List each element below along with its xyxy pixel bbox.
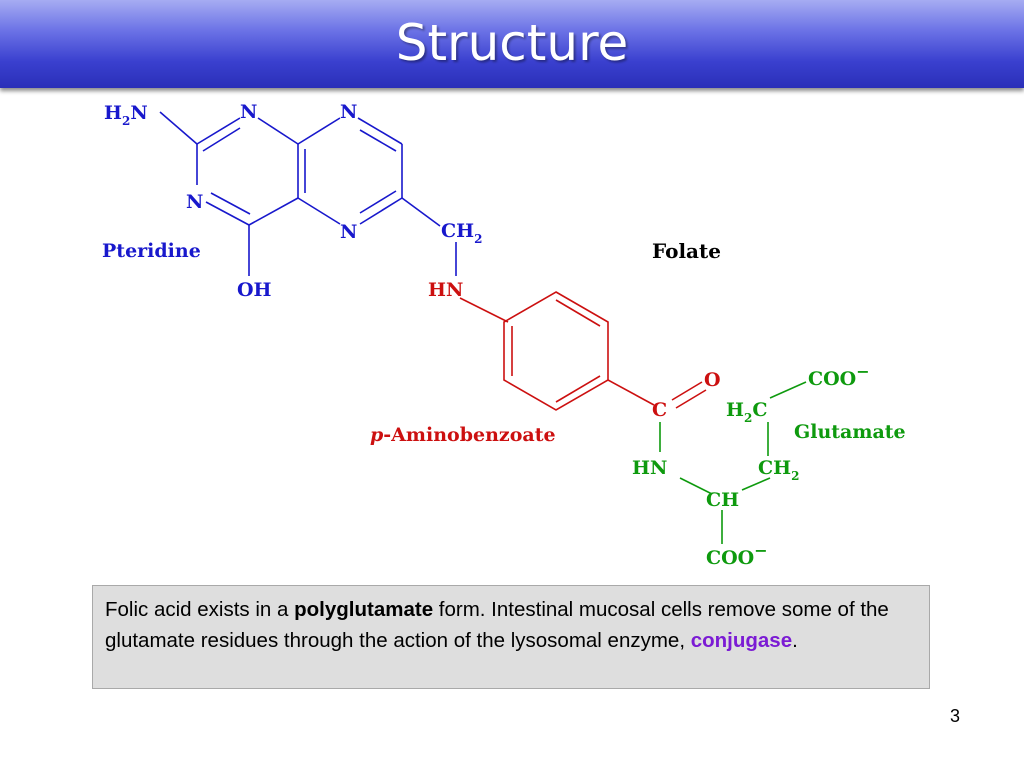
glutamate-label: Glutamate [794, 421, 906, 443]
hn-atom-red: HN [428, 279, 463, 301]
folate-label: Folate [652, 239, 721, 263]
glutamate-atoms: HN CH CH2 H2C COO− COO− Glutamate [632, 362, 906, 569]
o-atom: O [704, 369, 721, 391]
n-atom-2: N [340, 101, 357, 123]
ch2-atom-green: CH2 [758, 457, 799, 483]
glutamate-group [659, 381, 807, 544]
caption-text-1: Folic acid exists in a [105, 598, 295, 621]
slide-title: Structure [395, 14, 629, 72]
coo-atom-top: COO− [808, 362, 870, 390]
page-number: 3 [949, 706, 960, 726]
h2c-atom: H2C [726, 399, 767, 425]
oh-atom: OH [237, 279, 272, 301]
caption-conjugase: conjugase [690, 629, 793, 652]
coo-atom-bottom: COO− [706, 541, 768, 569]
aminobenzoate-label: p-Aminobenzoate [370, 424, 556, 446]
c-atom: C [652, 399, 667, 421]
pteridine-atoms: H2N N N N N OH CH2 Pteridine [102, 101, 482, 301]
caption-text-3: . [792, 629, 798, 652]
pteridine-label: Pteridine [102, 240, 201, 262]
caption-polyglutamate: polyglutamate [294, 598, 434, 621]
pteridine-group [159, 111, 457, 276]
aminobenzoate-atoms: HN C O p-Aminobenzoate [370, 279, 721, 446]
aminobenzoate-group [459, 291, 707, 411]
h2n-atom: H2N [104, 102, 148, 128]
title-bar: Structure [0, 0, 1024, 88]
hn-atom-green: HN [632, 457, 667, 479]
caption-text-2: form. Intestinal mucosal cells remove so… [105, 598, 889, 652]
n-atom-3: N [186, 191, 203, 213]
ch2-atom: CH2 [441, 220, 482, 246]
n-atom-4: N [340, 221, 357, 243]
n-atom-1: N [240, 101, 257, 123]
caption-box: Folic acid exists in a polyglutamate for… [92, 585, 930, 689]
ch-atom: CH [706, 489, 739, 511]
